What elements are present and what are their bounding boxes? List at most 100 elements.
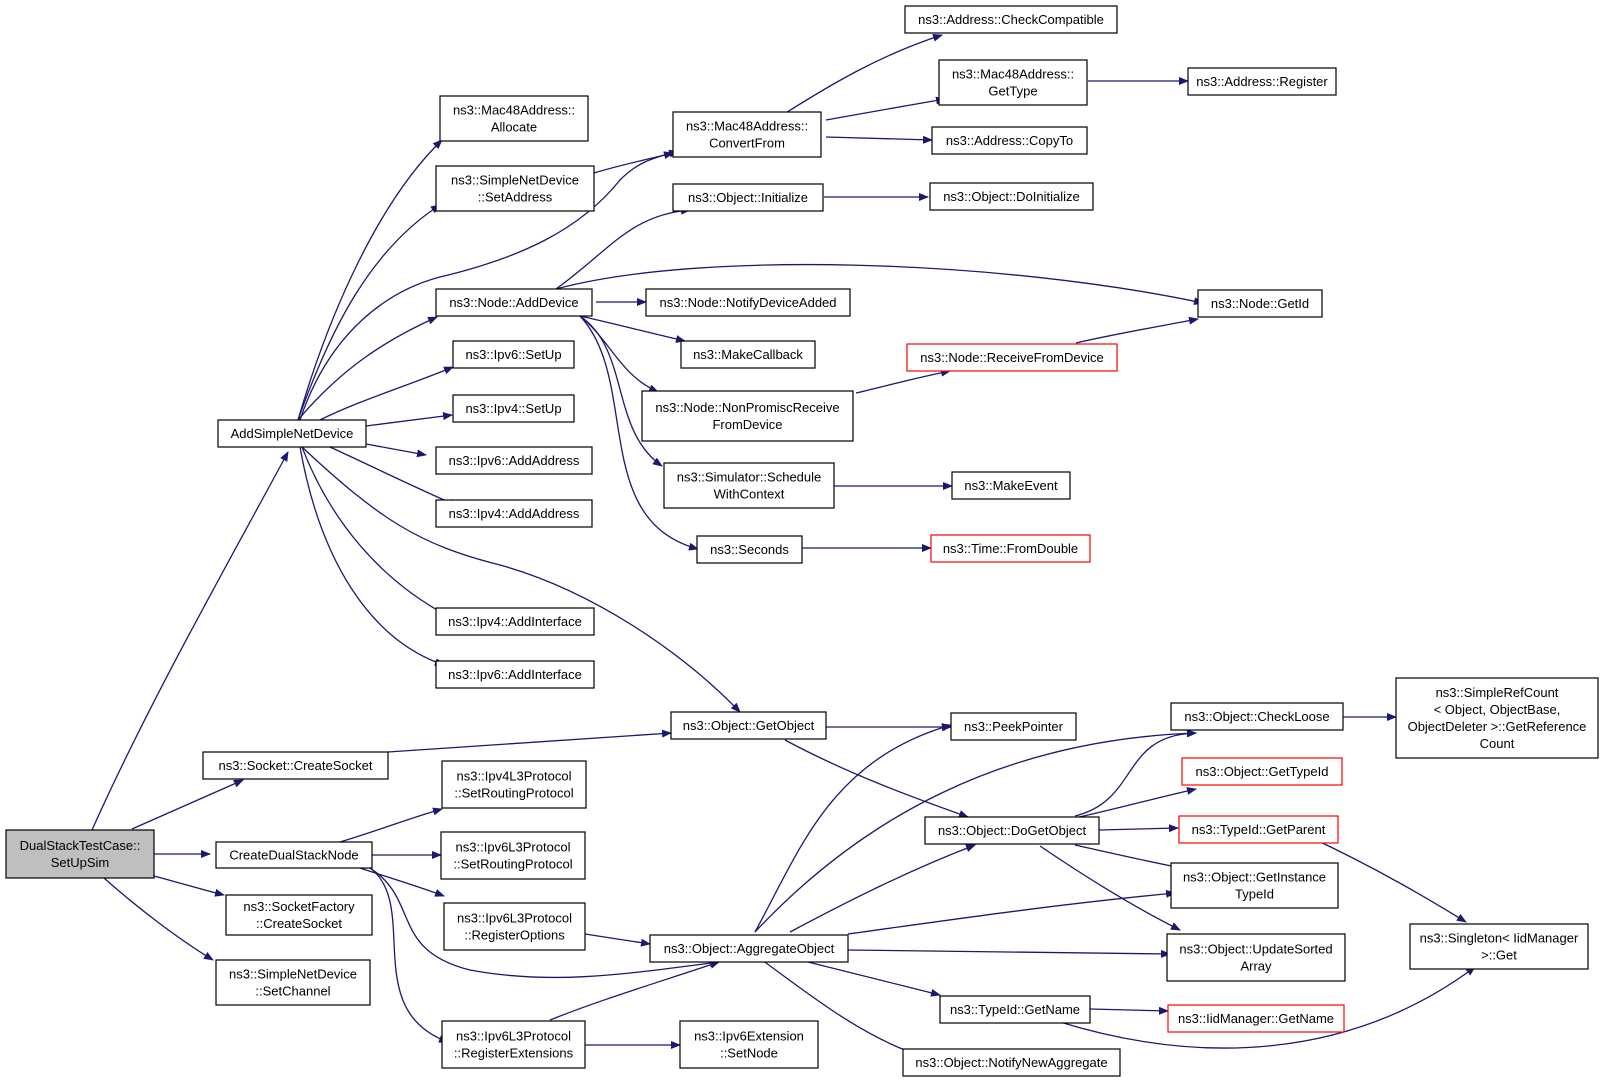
node-box[interactable] <box>902 1048 1121 1077</box>
node-obj_checkloose[interactable]: ns3::Object::CheckLoose <box>1170 702 1344 731</box>
node-box[interactable] <box>1170 702 1344 731</box>
node-ipv6ext_setnode[interactable]: ns3::Ipv6Extension::SetNode <box>679 1020 819 1069</box>
node-dualstack[interactable]: DualStackTestCase::SetUpSim <box>5 829 155 879</box>
node-time_fromdouble[interactable]: ns3::Time::FromDouble <box>930 534 1091 563</box>
node-ipv4l3_setrouting[interactable]: ns3::Ipv4L3Protocol::SetRoutingProtocol <box>441 760 587 809</box>
node-box[interactable] <box>950 712 1077 741</box>
node-makecallback[interactable]: ns3::MakeCallback <box>680 340 816 369</box>
node-box[interactable] <box>225 894 373 936</box>
node-box[interactable] <box>1166 933 1346 982</box>
node-box[interactable] <box>435 660 595 689</box>
node-typeid_getparent[interactable]: ns3::TypeId::GetParent <box>1178 815 1339 844</box>
node-node_getid[interactable]: ns3::Node::GetId <box>1197 289 1323 318</box>
node-mac_allocate[interactable]: ns3::Mac48Address::Allocate <box>439 95 589 142</box>
node-peekpointer[interactable]: ns3::PeekPointer <box>950 712 1077 741</box>
node-box[interactable] <box>904 5 1118 34</box>
node-mac_convertfrom[interactable]: ns3::Mac48Address::ConvertFrom <box>672 111 822 158</box>
node-seconds[interactable]: ns3::Seconds <box>696 535 803 564</box>
node-obj_aggregate[interactable]: ns3::Object::AggregateObject <box>649 934 849 963</box>
node-box[interactable] <box>641 390 854 442</box>
node-snd_setchannel[interactable]: ns3::SimpleNetDevice::SetChannel <box>215 959 371 1006</box>
node-obj_getobject[interactable]: ns3::Object::GetObject <box>670 711 827 740</box>
node-box[interactable] <box>215 959 371 1006</box>
node-box[interactable] <box>906 343 1118 372</box>
node-ipv6l3_registeroptions[interactable]: ns3::Ipv6L3Protocol::RegisterOptions <box>443 902 586 951</box>
node-box[interactable] <box>680 340 816 369</box>
node-box[interactable] <box>670 711 827 740</box>
node-box[interactable] <box>1409 923 1589 970</box>
node-box[interactable] <box>440 831 586 880</box>
node-box[interactable] <box>696 535 803 564</box>
node-addr_register[interactable]: ns3::Address::Register <box>1187 67 1337 96</box>
node-box[interactable] <box>441 1020 586 1069</box>
node-obj_notifynewaggregate[interactable]: ns3::Object::NotifyNewAggregate <box>902 1048 1121 1077</box>
node-obj_gettypeid[interactable]: ns3::Object::GetTypeId <box>1181 757 1343 786</box>
node-obj_doinitialize[interactable]: ns3::Object::DoInitialize <box>929 182 1094 211</box>
node-box[interactable] <box>439 95 589 142</box>
node-box[interactable] <box>1167 1004 1345 1033</box>
node-ipv6_setup[interactable]: ns3::Ipv6::SetUp <box>452 340 575 369</box>
node-typeid_getname[interactable]: ns3::TypeId::GetName <box>939 995 1091 1024</box>
node-box[interactable] <box>645 288 851 317</box>
node-box[interactable] <box>663 462 835 509</box>
node-box[interactable] <box>452 394 575 423</box>
node-box[interactable] <box>939 995 1091 1024</box>
node-box[interactable] <box>1170 862 1339 909</box>
node-box[interactable] <box>930 534 1091 563</box>
node-ipv4_addinterface[interactable]: ns3::Ipv4::AddInterface <box>435 607 595 636</box>
node-box[interactable] <box>1395 677 1599 759</box>
node-box[interactable] <box>452 340 575 369</box>
node-box[interactable] <box>951 471 1071 500</box>
node-ipv4_addaddress[interactable]: ns3::Ipv4::AddAddress <box>435 499 593 528</box>
node-createsocket[interactable]: ns3::Socket::CreateSocket <box>202 751 389 780</box>
node-box[interactable] <box>217 419 367 448</box>
node-node_receivefromdevice[interactable]: ns3::Node::ReceiveFromDevice <box>906 343 1118 372</box>
node-box[interactable] <box>435 607 595 636</box>
node-addr_checkcompatible[interactable]: ns3::Address::CheckCompatible <box>904 5 1118 34</box>
node-box[interactable] <box>435 288 593 317</box>
node-iidmanager_getname[interactable]: ns3::IidManager::GetName <box>1167 1004 1345 1033</box>
node-box[interactable] <box>1178 815 1339 844</box>
node-addr_copyto[interactable]: ns3::Address::CopyTo <box>931 126 1088 155</box>
node-addsimple[interactable]: AddSimpleNetDevice <box>217 419 367 448</box>
node-box[interactable] <box>215 841 373 869</box>
node-sfcreatesocket[interactable]: ns3::SocketFactory::CreateSocket <box>225 894 373 936</box>
node-singleton_get[interactable]: ns3::Singleton< IidManager>::Get <box>1409 923 1589 970</box>
node-box[interactable] <box>672 183 824 212</box>
node-box[interactable] <box>1197 289 1323 318</box>
node-box[interactable] <box>649 934 849 963</box>
node-box[interactable] <box>443 902 586 951</box>
node-box[interactable] <box>1187 67 1337 96</box>
node-ipv6l3_setrouting[interactable]: ns3::Ipv6L3Protocol::SetRoutingProtocol <box>440 831 586 880</box>
node-snd_setaddress[interactable]: ns3::SimpleNetDevice::SetAddress <box>435 165 595 212</box>
node-box[interactable] <box>679 1020 819 1069</box>
node-box[interactable] <box>938 59 1088 106</box>
node-ipv6l3_registerext[interactable]: ns3::Ipv6L3Protocol::RegisterExtensions <box>441 1020 586 1069</box>
node-makeevent[interactable]: ns3::MakeEvent <box>951 471 1071 500</box>
node-box[interactable] <box>435 165 595 212</box>
node-box[interactable] <box>929 182 1094 211</box>
node-box[interactable] <box>924 816 1100 845</box>
node-createdualstack[interactable]: CreateDualStackNode <box>215 841 373 869</box>
node-box[interactable] <box>5 829 155 879</box>
node-ipv6_addinterface[interactable]: ns3::Ipv6::AddInterface <box>435 660 595 689</box>
node-box[interactable] <box>441 760 587 809</box>
node-node_notifydeviceadded[interactable]: ns3::Node::NotifyDeviceAdded <box>645 288 851 317</box>
node-obj_initialize[interactable]: ns3::Object::Initialize <box>672 183 824 212</box>
node-node_adddevice[interactable]: ns3::Node::AddDevice <box>435 288 593 317</box>
node-box[interactable] <box>1181 757 1343 786</box>
node-ipv4_setup[interactable]: ns3::Ipv4::SetUp <box>452 394 575 423</box>
node-simplerefcount[interactable]: ns3::SimpleRefCount< Object, ObjectBase,… <box>1395 677 1599 759</box>
node-box[interactable] <box>672 111 822 158</box>
node-box[interactable] <box>435 446 593 475</box>
node-box[interactable] <box>435 499 593 528</box>
node-box[interactable] <box>931 126 1088 155</box>
node-box[interactable] <box>202 751 389 780</box>
node-mac_gettype[interactable]: ns3::Mac48Address::GetType <box>938 59 1088 106</box>
node-ipv6_addaddress[interactable]: ns3::Ipv6::AddAddress <box>435 446 593 475</box>
node-obj_dogetobject[interactable]: ns3::Object::DoGetObject <box>924 816 1100 845</box>
